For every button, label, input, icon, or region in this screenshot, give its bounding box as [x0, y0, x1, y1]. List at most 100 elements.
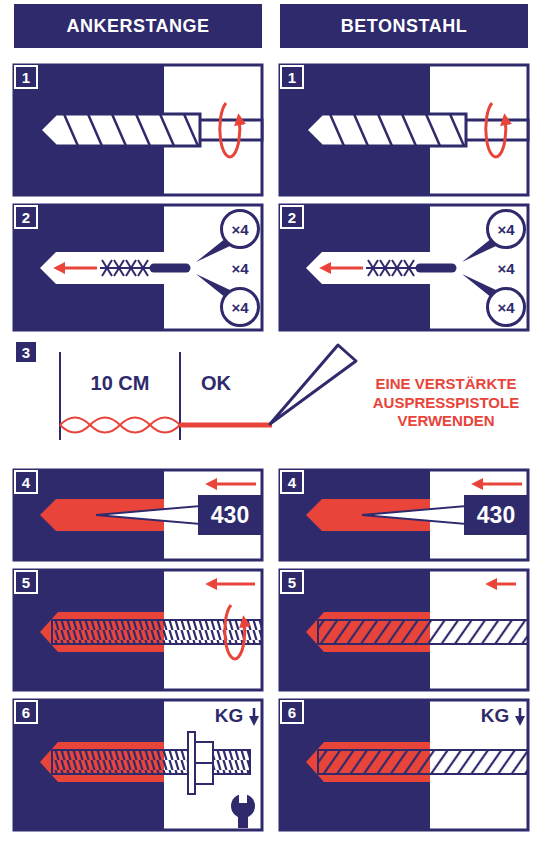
drill-step-part [198, 120, 262, 140]
step-number-text: 4 [22, 474, 30, 491]
step-number-text: 6 [288, 704, 296, 721]
drill-step [280, 65, 528, 195]
column-header: ANKERSTANGE [14, 4, 262, 48]
step-number: 1 [280, 65, 304, 89]
clean-step-part [14, 205, 164, 330]
dimension-label-text: 10 CM [91, 372, 150, 395]
repeat-count: ×4 [220, 257, 260, 279]
load-label-text: KG [481, 705, 510, 727]
blow-pump-circle-text: ×4 [497, 299, 514, 316]
step-number-text: 2 [288, 209, 296, 226]
status-label-text: OK [201, 372, 231, 395]
step-number: 4 [14, 470, 38, 494]
load-rod-step-part [52, 750, 250, 774]
drill-step-part [220, 103, 240, 157]
repeat-count-text: ×4 [231, 260, 248, 277]
discard-step-part [60, 418, 180, 433]
cartridge-box-text: 430 [477, 502, 515, 529]
step-number: 6 [14, 700, 38, 724]
cartridge-box-text: 430 [211, 502, 249, 529]
status-label: OK [186, 369, 246, 397]
load-label-text: KG [215, 705, 244, 727]
step-number: 3 [14, 340, 38, 364]
step-number: 6 [280, 700, 304, 724]
load-rod-step-part [239, 793, 247, 803]
cartridge-box: 430 [464, 495, 528, 535]
clean-step-part [58, 267, 97, 270]
insert-rebar-step [280, 570, 528, 690]
step-number: 5 [280, 570, 304, 594]
dimension-label: 10 CM [62, 369, 178, 397]
clean-step-part [40, 252, 164, 284]
clean-step-part [14, 205, 262, 330]
inject-step-part [14, 470, 262, 560]
clean-step-part [154, 264, 186, 273]
step-number-text: 1 [22, 69, 30, 86]
load-rebar-step [280, 700, 528, 830]
discard-step-part [270, 345, 356, 424]
discard-step-part [60, 418, 180, 433]
blow-pump-circle: ×4 [486, 287, 526, 327]
step-number-text: 3 [22, 344, 30, 361]
blow-pump-circle-text: ×4 [231, 221, 248, 238]
inject-step [14, 470, 262, 560]
step-number: 1 [14, 65, 38, 89]
load-label: KG [210, 704, 248, 728]
discard-step [60, 345, 356, 440]
warning-note-text: EINE VERSTÄRKTE AUSPRESSPISTOLE VERWENDE… [362, 375, 530, 431]
cartridge-box: 430 [198, 495, 262, 535]
discard-step-part [180, 423, 272, 428]
column-header-text: ANKERSTANGE [66, 16, 209, 37]
load-rod-step-part [14, 700, 262, 830]
drill-step-part [14, 65, 262, 195]
load-rod-step-part [188, 732, 195, 794]
step-number-text: 5 [22, 574, 30, 591]
clean-step [280, 205, 528, 330]
repeat-count: ×4 [486, 257, 526, 279]
insert-rebar-step-part [490, 583, 516, 586]
step-number-text: 2 [22, 209, 30, 226]
load-label: KG [476, 704, 514, 728]
step-number-text: 6 [22, 704, 30, 721]
step-number: 5 [14, 570, 38, 594]
insert-rod-step-part [52, 620, 262, 644]
step-number-text: 5 [288, 574, 296, 591]
drill-step-part [64, 114, 198, 146]
load-rod-step-part [231, 794, 255, 818]
insert-rod-step-part [14, 570, 262, 690]
insert-rod-step [14, 570, 262, 690]
repeat-count-text: ×4 [497, 260, 514, 277]
step-number-text: 4 [288, 474, 296, 491]
insert-rod-step-part [210, 583, 255, 586]
drill-step-part [40, 114, 200, 146]
column-header: BETONSTAHL [280, 4, 528, 48]
blow-pump-circle: ×4 [486, 209, 526, 249]
load-rod-step-part [195, 742, 213, 784]
inject-step-part [210, 483, 256, 486]
inject-step-part [96, 506, 200, 524]
blow-pump-circle: ×4 [220, 209, 260, 249]
load-rebar-step-part [280, 700, 528, 830]
step-number-text: 1 [288, 69, 296, 86]
blow-pump-circle-text: ×4 [497, 221, 514, 238]
blow-pump-circle-text: ×4 [231, 299, 248, 316]
insert-rod-step-part [225, 605, 245, 659]
load-rebar-step-part [318, 750, 528, 774]
warning-note: EINE VERSTÄRKTE AUSPRESSPISTOLE VERWENDE… [362, 364, 530, 442]
column-header-text: BETONSTAHL [341, 16, 467, 37]
drill-step [14, 65, 262, 195]
load-rod-step-part [253, 708, 256, 722]
clean-step [14, 205, 262, 330]
step-number: 2 [280, 205, 304, 229]
load-rod-step-part [195, 762, 213, 764]
inject-step [280, 470, 528, 560]
discard-step-part [60, 352, 180, 440]
insert-rebar-step-part [318, 620, 528, 644]
load-rebar-step-part [519, 708, 522, 722]
clean-step-part [100, 260, 150, 276]
blow-pump-circle: ×4 [220, 287, 260, 327]
insert-rebar-step-part [280, 570, 528, 690]
step-number: 2 [14, 205, 38, 229]
load-rod-step [14, 700, 262, 830]
